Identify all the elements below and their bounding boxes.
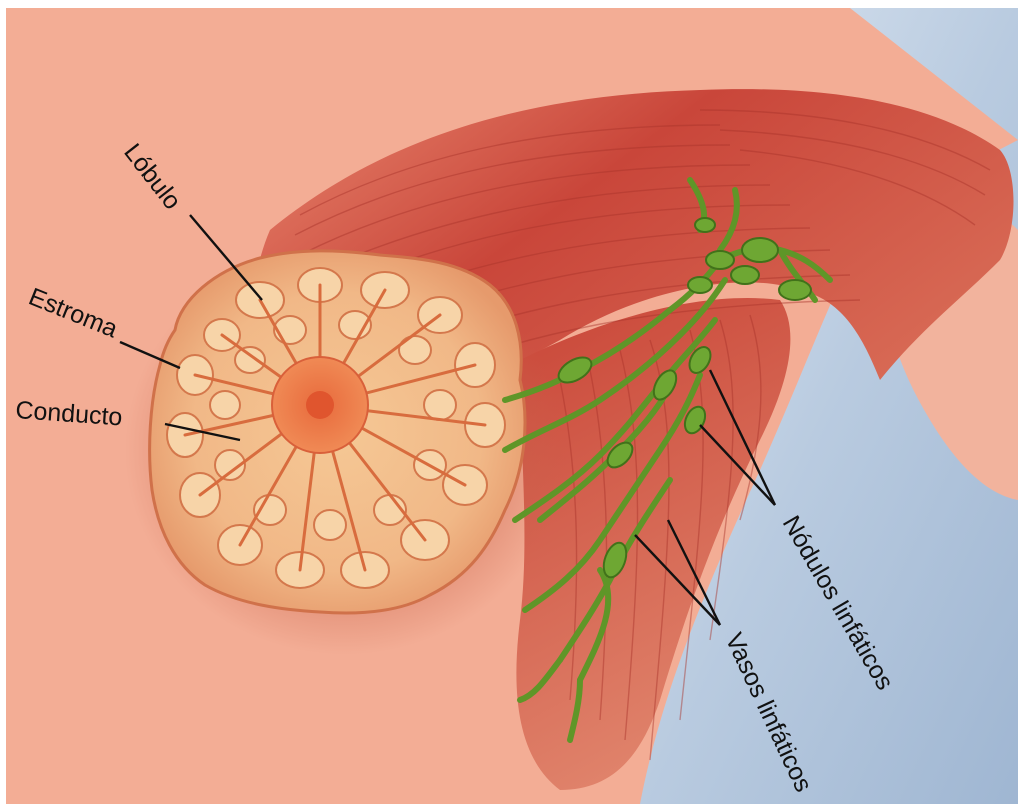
nipple bbox=[306, 391, 334, 419]
